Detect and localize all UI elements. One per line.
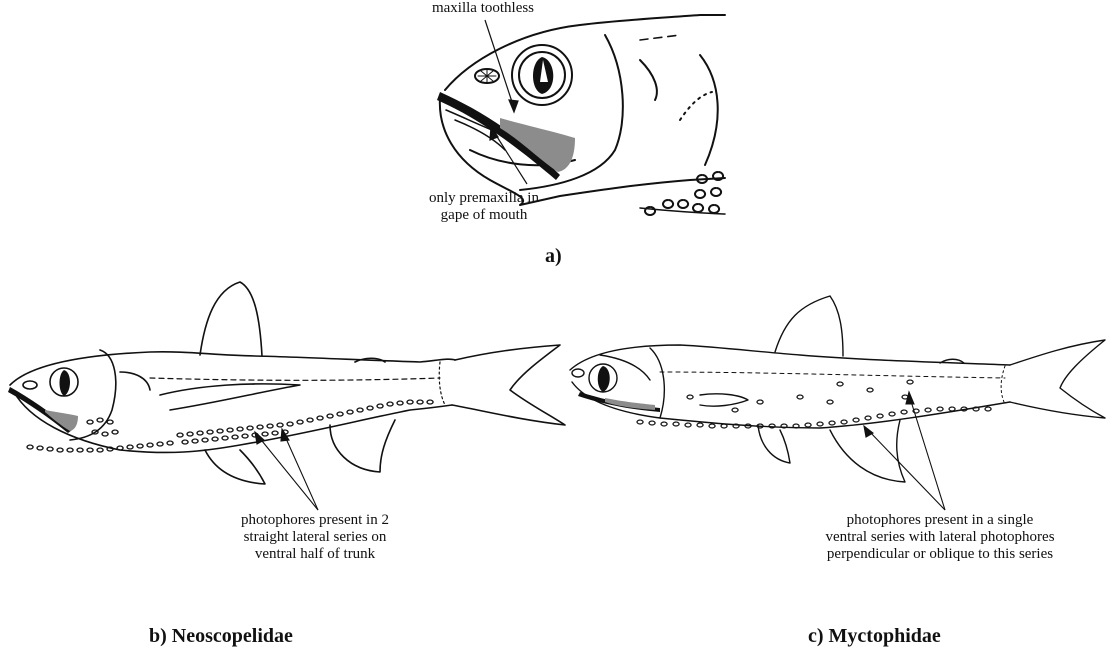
myctophidae-label-line3: perpendicular or oblique to this series bbox=[810, 546, 1070, 562]
caption-c: c) Myctophidae bbox=[808, 625, 941, 648]
myctophidae-label-line1: photophores present in a single bbox=[810, 512, 1070, 528]
myctophidae-label-line2: ventral series with lateral photophores bbox=[810, 529, 1070, 545]
